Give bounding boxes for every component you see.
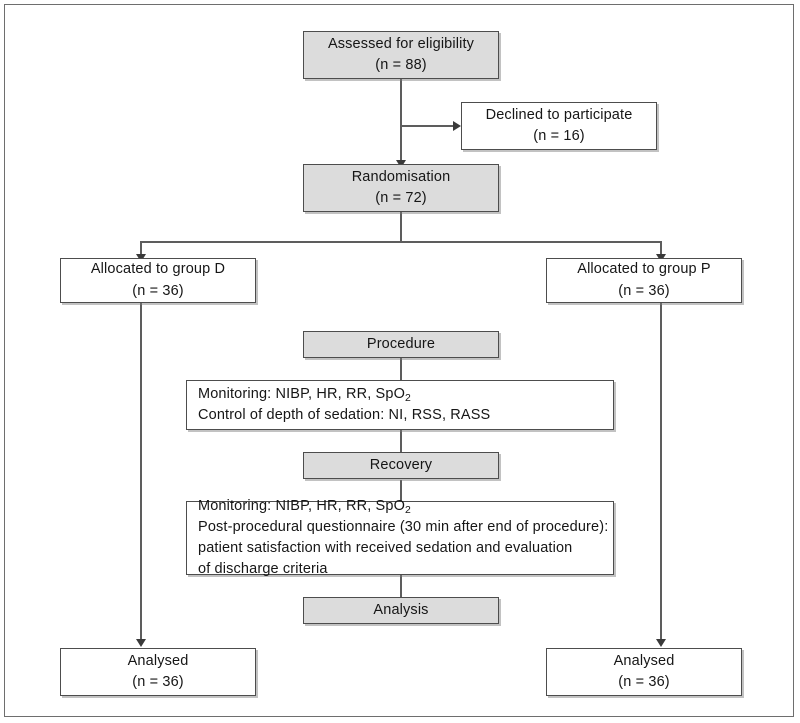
node-procedure[interactable]: Procedure: [303, 331, 499, 358]
node-allocated-d-line1: Allocated to group D: [90, 261, 226, 278]
node-procedure-monitoring: Monitoring: NIBP, HR, RR, SpO2: [198, 385, 411, 404]
node-recovery-monitoring: Monitoring: NIBP, HR, RR, SpO2: [198, 497, 411, 516]
connector-detail-to-recovery: [400, 430, 402, 452]
node-recovery[interactable]: Recovery: [303, 452, 499, 479]
connector-split-left-drop: [140, 241, 142, 258]
node-declined-line1: Declined to participate: [485, 106, 633, 123]
node-analysed-group-p[interactable]: Analysed (n = 36): [546, 648, 742, 696]
node-procedure-label: Procedure: [366, 335, 436, 352]
node-analysed-p-line1: Analysed: [613, 652, 675, 669]
node-randomisation[interactable]: Randomisation (n = 72): [303, 164, 499, 212]
node-recovery-details[interactable]: Monitoring: NIBP, HR, RR, SpO2 Post-proc…: [186, 498, 614, 577]
connector-randomisation-down: [400, 212, 402, 243]
node-allocated-p-line2: (n = 36): [618, 282, 670, 299]
node-randomisation-line2: (n = 72): [375, 190, 427, 206]
connector-detail-to-analysis: [400, 575, 402, 597]
node-randomisation-line1: Randomisation: [351, 168, 451, 185]
connector-assessed-to-randomisation: [400, 79, 402, 165]
node-allocated-d-line2: (n = 36): [132, 282, 184, 299]
node-allocated-group-d[interactable]: Allocated to group D (n = 36): [60, 258, 256, 303]
connector-split-right-drop: [660, 241, 662, 258]
node-analysed-p-line2: (n = 36): [618, 674, 670, 690]
node-assessed-line1: Assessed for eligibility: [327, 35, 475, 52]
arrowhead-analysed-p: [655, 639, 666, 647]
node-recovery-satisfaction: patient satisfaction with received sedat…: [198, 540, 573, 556]
node-analysis-label: Analysis: [373, 601, 429, 618]
node-procedure-sedation-control: Control of depth of sedation: NI, RSS, R…: [198, 407, 491, 423]
node-assessed-for-eligibility[interactable]: Assessed for eligibility (n = 88): [303, 31, 499, 79]
connector-allocation-split-bar: [140, 241, 661, 243]
arrowhead-analysed-d: [135, 639, 146, 647]
node-analysed-d-line2: (n = 36): [132, 674, 184, 690]
connector-group-d-spine: [140, 303, 142, 643]
connector-group-p-spine: [660, 303, 662, 643]
node-declined-to-participate[interactable]: Declined to participate (n = 16): [461, 102, 657, 150]
node-recovery-label: Recovery: [369, 456, 433, 473]
connector-to-declined: [400, 125, 457, 127]
node-recovery-questionnaire: Post-procedural questionnaire (30 min af…: [198, 518, 609, 535]
node-recovery-discharge: of discharge criteria: [198, 561, 328, 578]
node-allocated-p-line1: Allocated to group P: [577, 261, 711, 278]
arrowhead-declined: [453, 121, 461, 131]
node-analysed-group-d[interactable]: Analysed (n = 36): [60, 648, 256, 696]
node-analysis[interactable]: Analysis: [303, 597, 499, 624]
node-assessed-line2: (n = 88): [375, 57, 427, 73]
connector-recovery-to-detail: [400, 480, 402, 501]
node-analysed-d-line1: Analysed: [127, 652, 189, 669]
diagram-frame: Assessed for eligibility (n = 88) Declin…: [4, 4, 794, 717]
node-procedure-details[interactable]: Monitoring: NIBP, HR, RR, SpO2 Control o…: [186, 380, 614, 430]
node-declined-line2: (n = 16): [533, 128, 585, 144]
connector-procedure-to-detail: [400, 358, 402, 380]
node-allocated-group-p[interactable]: Allocated to group P (n = 36): [546, 258, 742, 303]
